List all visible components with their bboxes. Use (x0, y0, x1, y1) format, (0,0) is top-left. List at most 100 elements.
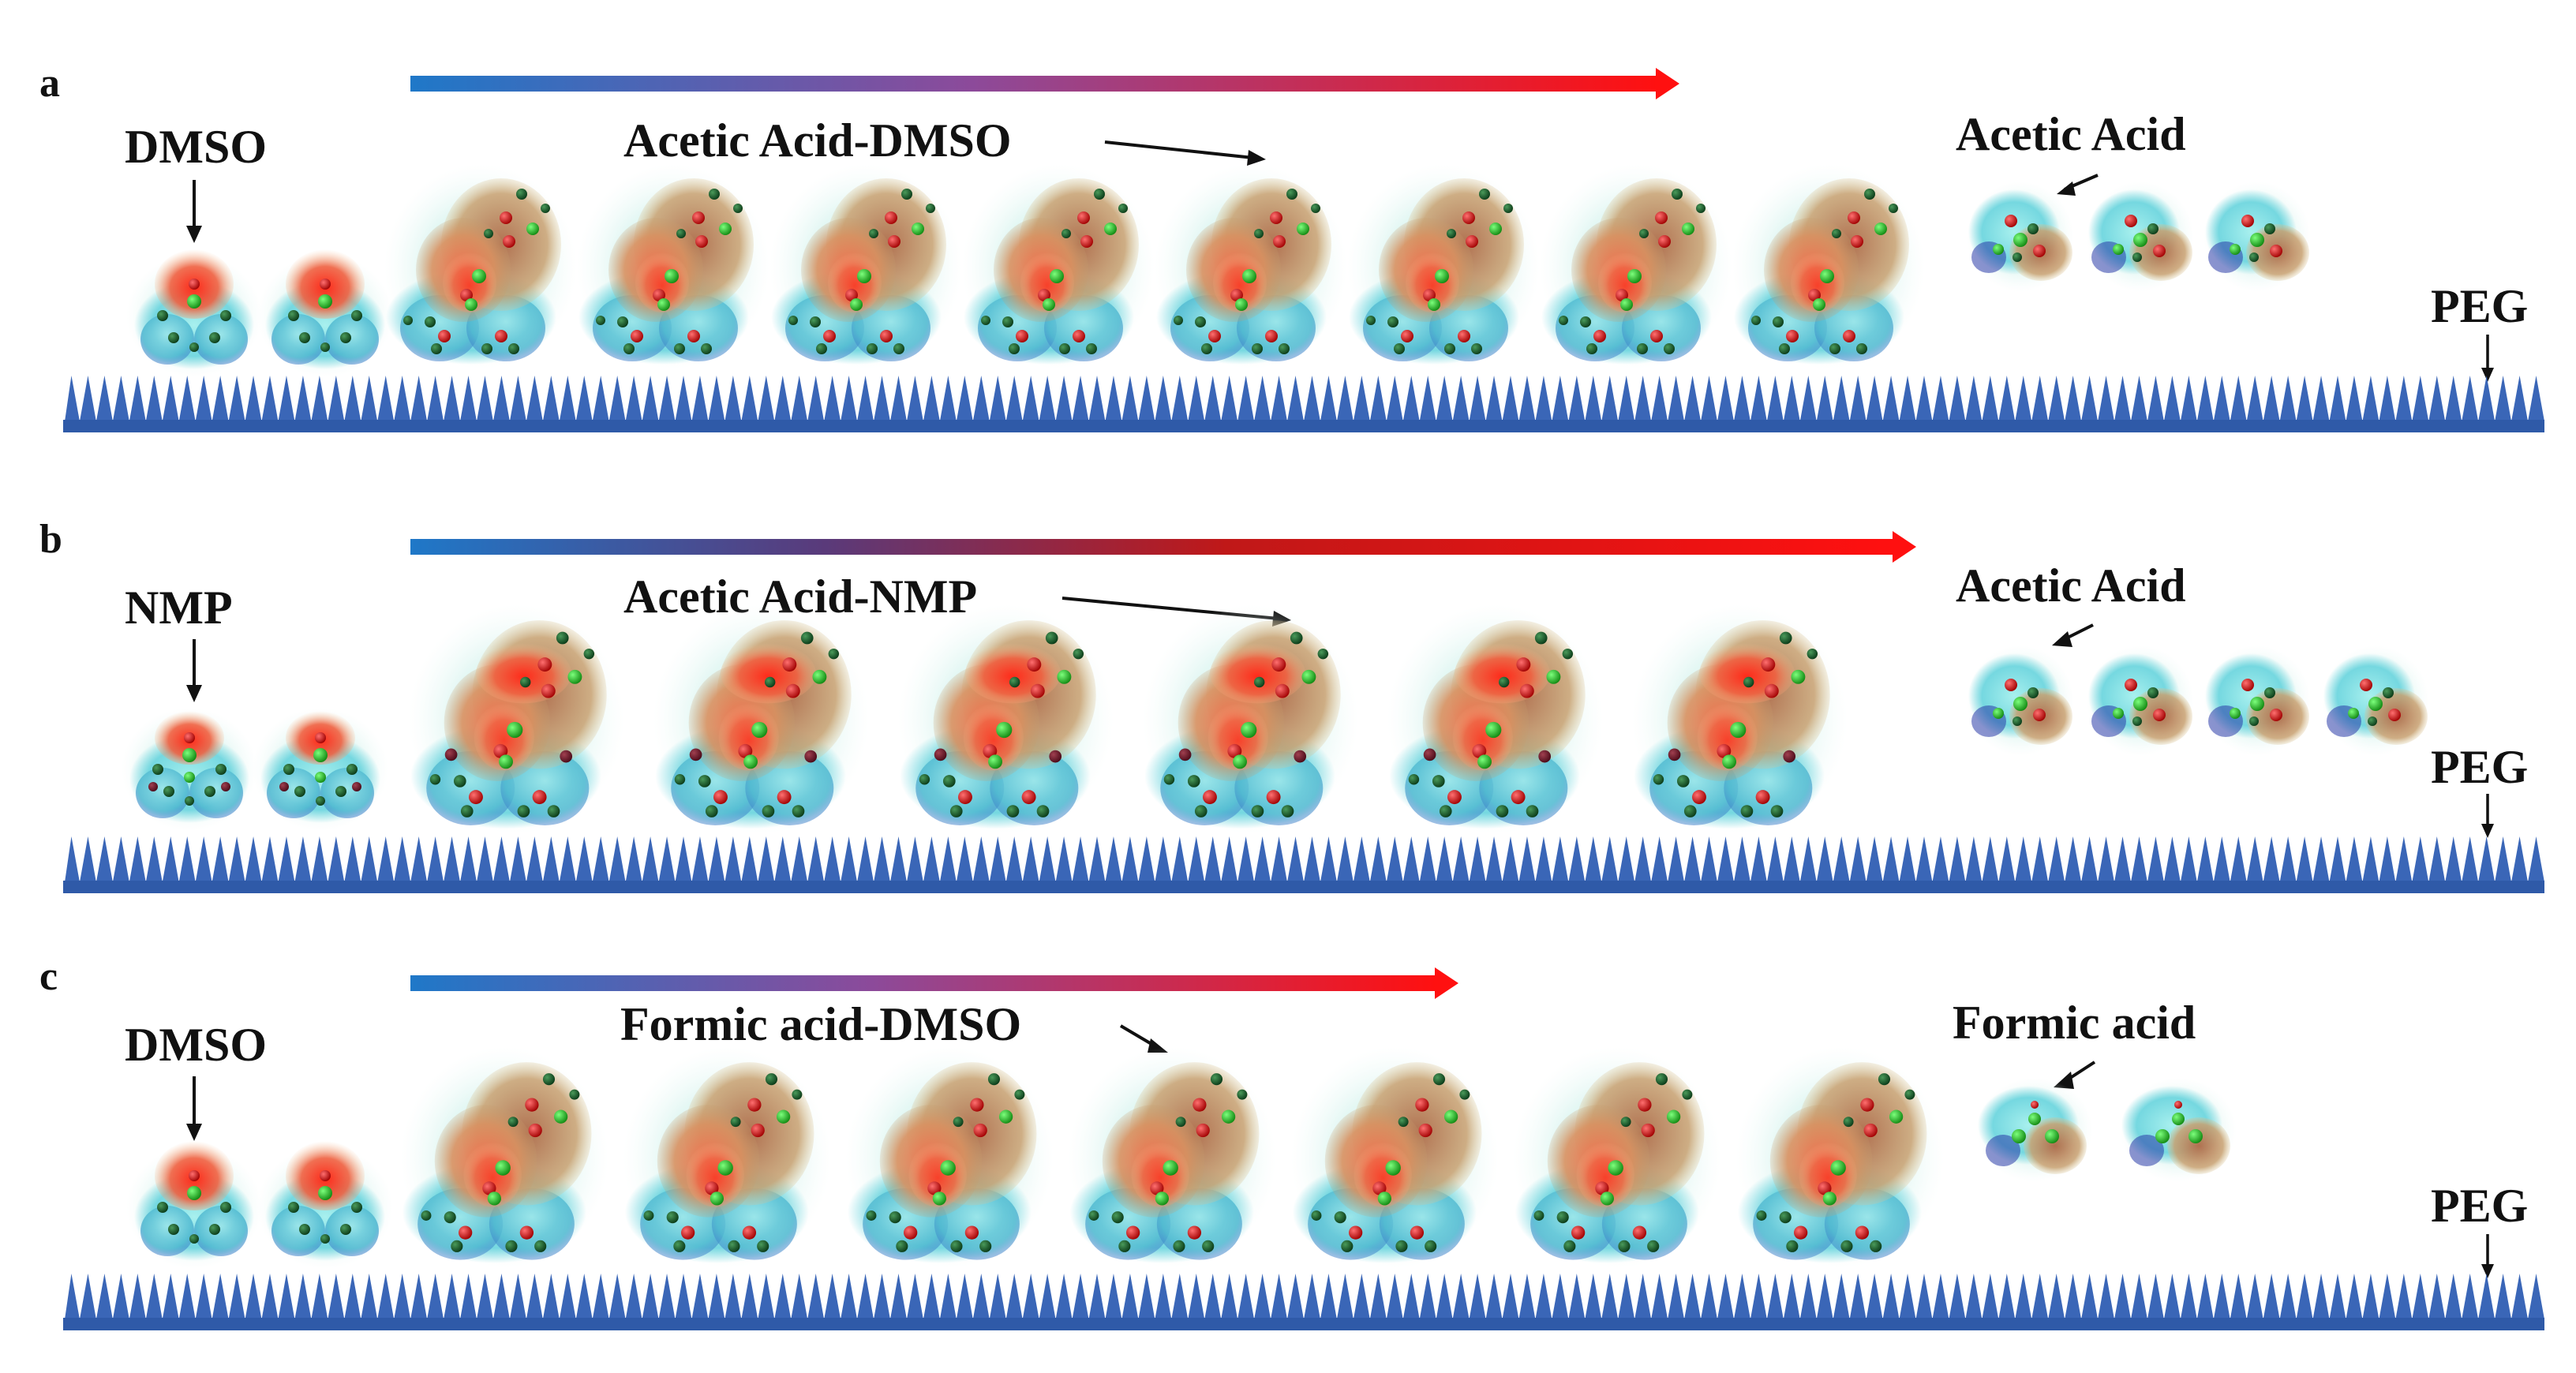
atom (1791, 669, 1806, 684)
solvent-molecule (122, 708, 257, 831)
complex-molecule (1155, 164, 1347, 369)
atom (710, 1192, 724, 1206)
atom (1235, 298, 1248, 311)
atom (1600, 1192, 1614, 1206)
atom (459, 1225, 473, 1240)
atom (1511, 790, 1526, 805)
atom (888, 235, 900, 248)
atom (2031, 1101, 2039, 1109)
atom (1571, 1225, 1586, 1240)
molecule-row (122, 604, 2429, 835)
atom (1641, 1123, 1655, 1138)
atom (2013, 233, 2027, 247)
complex-molecule (1631, 604, 1848, 835)
solvent-label: DMSO (125, 1019, 267, 1071)
pointer-arrow (186, 180, 202, 243)
atom (2388, 709, 2401, 721)
atom (1650, 330, 1663, 342)
atom (187, 294, 201, 309)
atom (1534, 631, 1548, 645)
atom (689, 748, 702, 761)
atom (934, 748, 947, 761)
atom (800, 631, 814, 645)
atom (1655, 211, 1668, 224)
acid-label: Formic acid (1953, 997, 2196, 1049)
atom (528, 1123, 542, 1138)
atom (1761, 657, 1776, 672)
atom (926, 204, 935, 213)
atom (1202, 1240, 1215, 1252)
atom (1664, 343, 1675, 354)
atom (220, 310, 231, 321)
atom (1009, 676, 1020, 688)
atom (673, 1240, 686, 1252)
pointer-arrow (1104, 140, 1266, 166)
atom (757, 1240, 769, 1252)
atom (507, 1117, 519, 1128)
atom (168, 1224, 179, 1235)
atom (517, 805, 530, 817)
atom (1279, 343, 1290, 354)
atom (1425, 1240, 1437, 1252)
atom (1394, 343, 1405, 354)
gradient-arrow (410, 531, 1916, 563)
atom (643, 1210, 654, 1221)
atom (1559, 316, 1568, 325)
atom (1498, 676, 1510, 688)
atom (2147, 223, 2159, 234)
atom (1519, 683, 1534, 698)
atom (1073, 648, 1084, 660)
atom (1196, 1123, 1210, 1138)
atom (499, 754, 513, 769)
atom (2033, 245, 2046, 257)
atom (932, 1192, 946, 1206)
atom (215, 764, 227, 775)
atom (537, 657, 552, 672)
atom (453, 775, 466, 788)
atom (705, 805, 718, 817)
atom (583, 648, 595, 660)
atom (1311, 204, 1320, 213)
atom (1432, 775, 1445, 788)
acid-molecule (1976, 1078, 2093, 1182)
atom (184, 772, 195, 783)
substrate-label: PEG (2431, 1180, 2528, 1232)
atom (2360, 679, 2372, 691)
atom (481, 343, 492, 354)
atom (983, 743, 998, 758)
pointer-arrow (2481, 335, 2494, 382)
peg-surface (63, 1274, 2544, 1330)
atom (1533, 1210, 1544, 1221)
peg-base (63, 1318, 2544, 1330)
atom (889, 1211, 901, 1224)
complex-molecule (845, 1046, 1054, 1269)
atom (209, 1224, 220, 1235)
atom (168, 332, 179, 343)
atom (631, 330, 643, 342)
atom (1618, 1240, 1631, 1252)
atom (1094, 189, 1105, 200)
atom (1273, 235, 1286, 248)
atom (1377, 1192, 1391, 1206)
atom (777, 790, 792, 805)
solvent-molecule (253, 708, 388, 831)
atom (782, 657, 797, 672)
acid-molecule (2120, 1078, 2237, 1182)
atom (1050, 269, 1064, 283)
atom (1756, 1210, 1767, 1221)
atom (451, 1240, 463, 1252)
atom (1150, 1181, 1164, 1195)
peg-teeth (63, 376, 2544, 432)
atom (1740, 805, 1754, 817)
atom (665, 269, 679, 283)
atom (1722, 754, 1736, 769)
atom (823, 330, 836, 342)
atom (698, 775, 711, 788)
complex-molecule (1387, 604, 1604, 835)
atom (676, 229, 686, 238)
atom (1808, 289, 1821, 301)
solvent-molecule (257, 1141, 393, 1269)
atom (209, 332, 220, 343)
panel-b: b NMP Acetic Acid-NMP Acetic Acid PEG (39, 517, 2544, 893)
